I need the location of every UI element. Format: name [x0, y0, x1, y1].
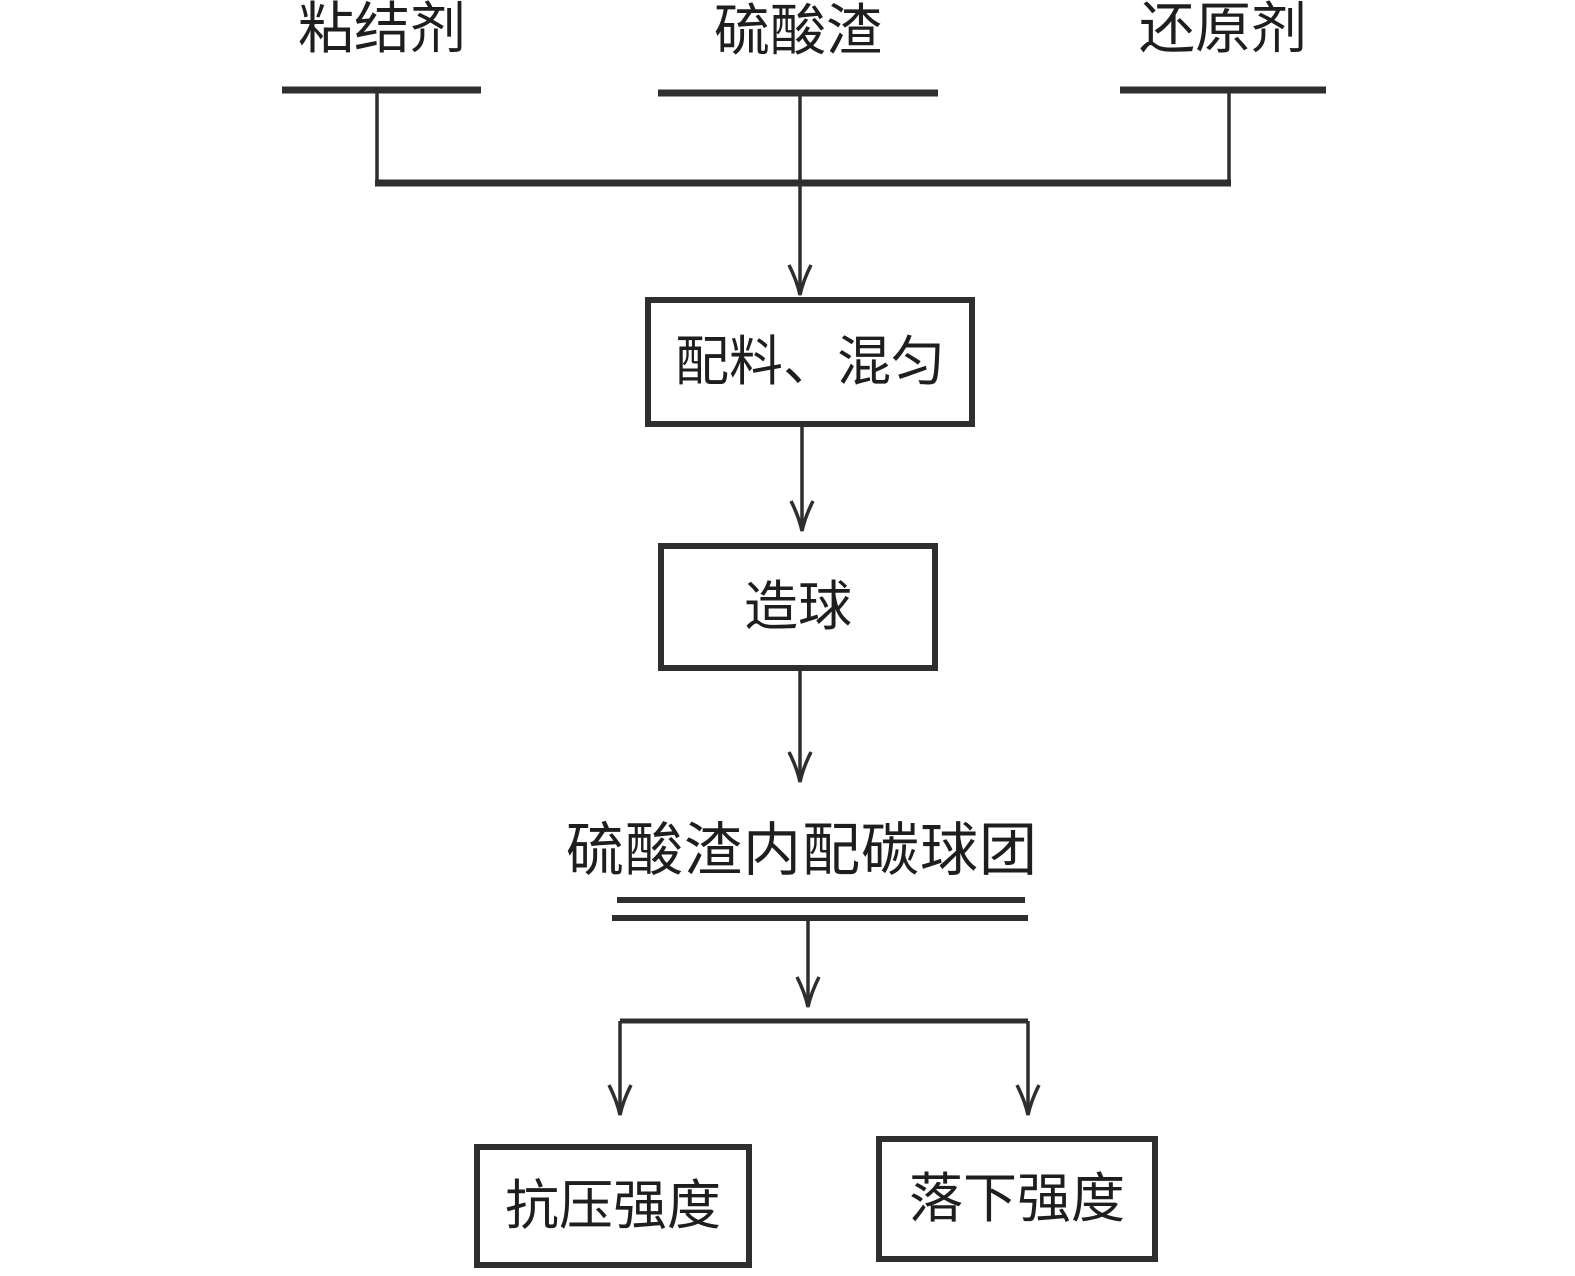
batching-mixing-box: 配料、混匀: [645, 297, 975, 427]
left-branch-head: [607, 1084, 633, 1116]
input-label-sulfuric-acid-residue: 硫酸渣: [714, 1, 882, 63]
input-label-binder: 粘结剂: [298, 0, 466, 61]
product-label-carbon-bearing-pellet: 硫酸渣内配碳球团: [565, 818, 1039, 883]
drop-strength-box: 落下强度: [876, 1136, 1158, 1262]
pelletizing-box: 造球: [658, 543, 938, 671]
arrow-to-product-head: [787, 751, 813, 783]
batching-mixing-label: 配料、混匀: [675, 332, 945, 392]
arrow-to-pelletizing-head: [789, 500, 815, 532]
pelletizing-label: 造球: [744, 577, 852, 637]
compressive-strength-box: 抗压强度: [474, 1144, 752, 1268]
arrow-to-split-head: [795, 976, 821, 1008]
right-branch-head: [1015, 1084, 1041, 1116]
compressive-strength-label: 抗压强度: [505, 1176, 721, 1236]
input-label-reducing-agent: 还原剂: [1139, 0, 1307, 61]
arrow-to-batching-head: [787, 264, 813, 296]
drop-strength-label: 落下强度: [909, 1169, 1125, 1229]
